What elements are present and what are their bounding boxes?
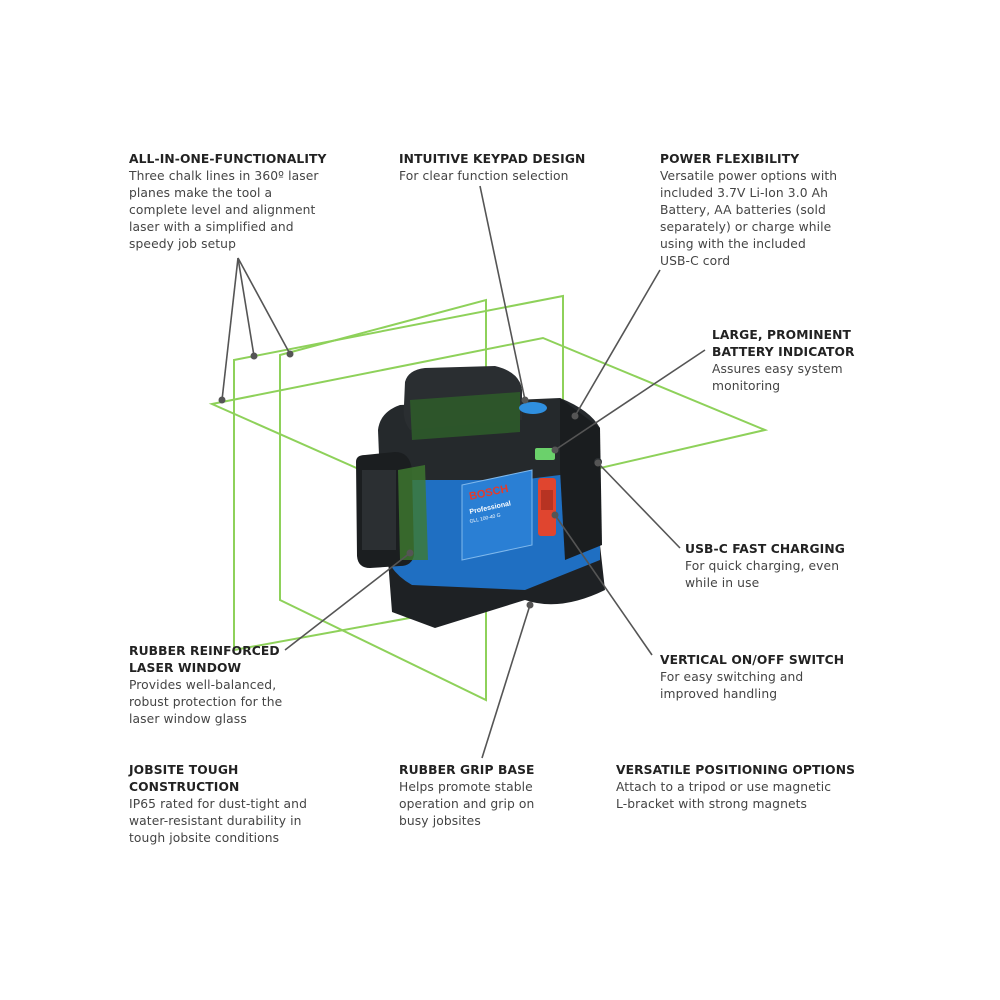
brand-label-panel — [461, 469, 533, 561]
laser-level-device: BOSCH Professional GLL 100-40 G — [356, 366, 605, 628]
callout-title: LASER WINDOW — [129, 661, 242, 675]
dot-grip — [526, 601, 534, 609]
callout-desc-line: For clear function selection — [399, 169, 569, 183]
callout-desc-line: Battery, AA batteries (sold — [660, 203, 826, 217]
leader-usbc — [597, 462, 681, 549]
dot-usbc — [594, 459, 602, 467]
housing-side — [560, 398, 602, 560]
callout-desc-line: robust protection for the — [129, 695, 283, 709]
callout-desc-line: laser window glass — [129, 712, 247, 726]
callout-desc-line: monitoring — [712, 379, 781, 393]
dot-all-in-one-1 — [218, 396, 226, 404]
leader-all-in-one-1 — [221, 257, 239, 401]
callout-power: POWER FLEXIBILITY Versatile power option… — [660, 151, 837, 270]
leader-all-in-one-3 — [237, 257, 291, 355]
callout-desc-line: improved handling — [660, 687, 778, 701]
laser-turret-window — [410, 392, 520, 440]
laser-plane-vertical-side — [279, 298, 487, 702]
callout-window: RUBBER REINFORCED LASER WINDOW Provides … — [129, 643, 282, 728]
dot-power — [571, 412, 579, 420]
dot-switch — [551, 511, 559, 519]
callout-desc-line: Three chalk lines in 360º laser — [129, 169, 319, 183]
callout-desc-line: using with the included — [660, 237, 806, 251]
callout-title: POWER FLEXIBILITY — [660, 152, 800, 166]
callout-title: RUBBER GRIP BASE — [399, 763, 535, 777]
on-off-switch-slot — [541, 490, 553, 510]
callout-title: VERTICAL ON/OFF SWITCH — [660, 653, 845, 667]
leader-lines — [221, 185, 706, 759]
callout-desc-line: water-resistant durability in — [129, 814, 302, 828]
callout-positioning: VERSATILE POSITIONING OPTIONS Attach to … — [616, 762, 855, 813]
leader-grip — [481, 604, 531, 759]
leader-window — [284, 552, 411, 651]
callout-desc-line: Attach to a tripod or use magnetic — [616, 780, 832, 794]
callout-title: USB-C FAST CHARGING — [685, 542, 845, 556]
callout-desc-line: tough jobsite conditions — [129, 831, 280, 845]
leader-power — [574, 269, 661, 417]
callout-desc-line: For easy switching and — [660, 670, 804, 684]
callout-jobsite: JOBSITE TOUGH CONSTRUCTION IP65 rated fo… — [129, 762, 307, 847]
callout-switch: VERTICAL ON/OFF SWITCH For easy switchin… — [660, 652, 844, 703]
callout-title: BATTERY INDICATOR — [712, 345, 855, 359]
laser-window-glass — [362, 470, 396, 550]
dot-battery — [551, 446, 559, 454]
callout-keypad: INTUITIVE KEYPAD DESIGN For clear functi… — [399, 151, 585, 185]
callout-title: LARGE, PROMINENT — [712, 328, 851, 342]
callout-desc-line: included 3.7V Li-Ion 3.0 Ah — [660, 186, 829, 200]
callout-grip: RUBBER GRIP BASE Helps promote stable op… — [399, 762, 535, 830]
callout-title: RUBBER REINFORCED — [129, 644, 280, 658]
callout-title: VERSATILE POSITIONING OPTIONS — [616, 763, 856, 777]
dot-keypad — [521, 396, 529, 404]
callout-desc-line: Assures easy system — [712, 362, 843, 376]
callout-desc-line: laser with a simplified and — [129, 220, 294, 234]
callout-desc-line: L-bracket with strong magnets — [616, 797, 808, 811]
callout-desc-line: separately) or charge while — [660, 220, 832, 234]
dot-all-in-one-3 — [286, 350, 294, 358]
callout-battery: LARGE, PROMINENT BATTERY INDICATOR Assur… — [712, 327, 855, 395]
callout-desc-line: planes make the tool a — [129, 186, 273, 200]
callout-desc-line: operation and grip on — [399, 797, 535, 811]
callout-title: INTUITIVE KEYPAD DESIGN — [399, 152, 586, 166]
leader-switch — [554, 514, 653, 656]
dot-all-in-one-2 — [250, 352, 258, 360]
callout-desc-line: For quick charging, even — [685, 559, 840, 573]
callout-desc-line: Versatile power options with — [660, 169, 838, 183]
battery-indicator-display — [535, 448, 555, 460]
callout-desc-line: IP65 rated for dust-tight and — [129, 797, 307, 811]
dot-window — [406, 549, 414, 557]
callout-title: ALL-IN-ONE-FUNCTIONALITY — [129, 152, 327, 166]
window-green-glow — [398, 465, 428, 560]
callout-desc-line: Provides well-balanced, — [129, 678, 277, 692]
keypad-button — [519, 402, 547, 414]
callout-desc-line: USB-C cord — [660, 254, 731, 268]
callout-usbc: USB-C FAST CHARGING For quick charging, … — [685, 541, 845, 592]
callout-all-in-one: ALL-IN-ONE-FUNCTIONALITY Three chalk lin… — [129, 151, 327, 253]
callout-desc-line: complete level and alignment — [129, 203, 316, 217]
callout-desc-line: speedy job setup — [129, 237, 236, 251]
callout-desc-line: while in use — [685, 576, 760, 590]
leader-keypad — [479, 185, 526, 401]
callout-desc-line: busy jobsites — [399, 814, 481, 828]
callout-title: JOBSITE TOUGH — [129, 763, 239, 777]
leader-dots — [218, 350, 602, 609]
leader-battery — [554, 349, 706, 451]
callout-desc-line: Helps promote stable — [399, 780, 533, 794]
callout-title: CONSTRUCTION — [129, 780, 240, 794]
leader-all-in-one-2 — [237, 257, 255, 357]
